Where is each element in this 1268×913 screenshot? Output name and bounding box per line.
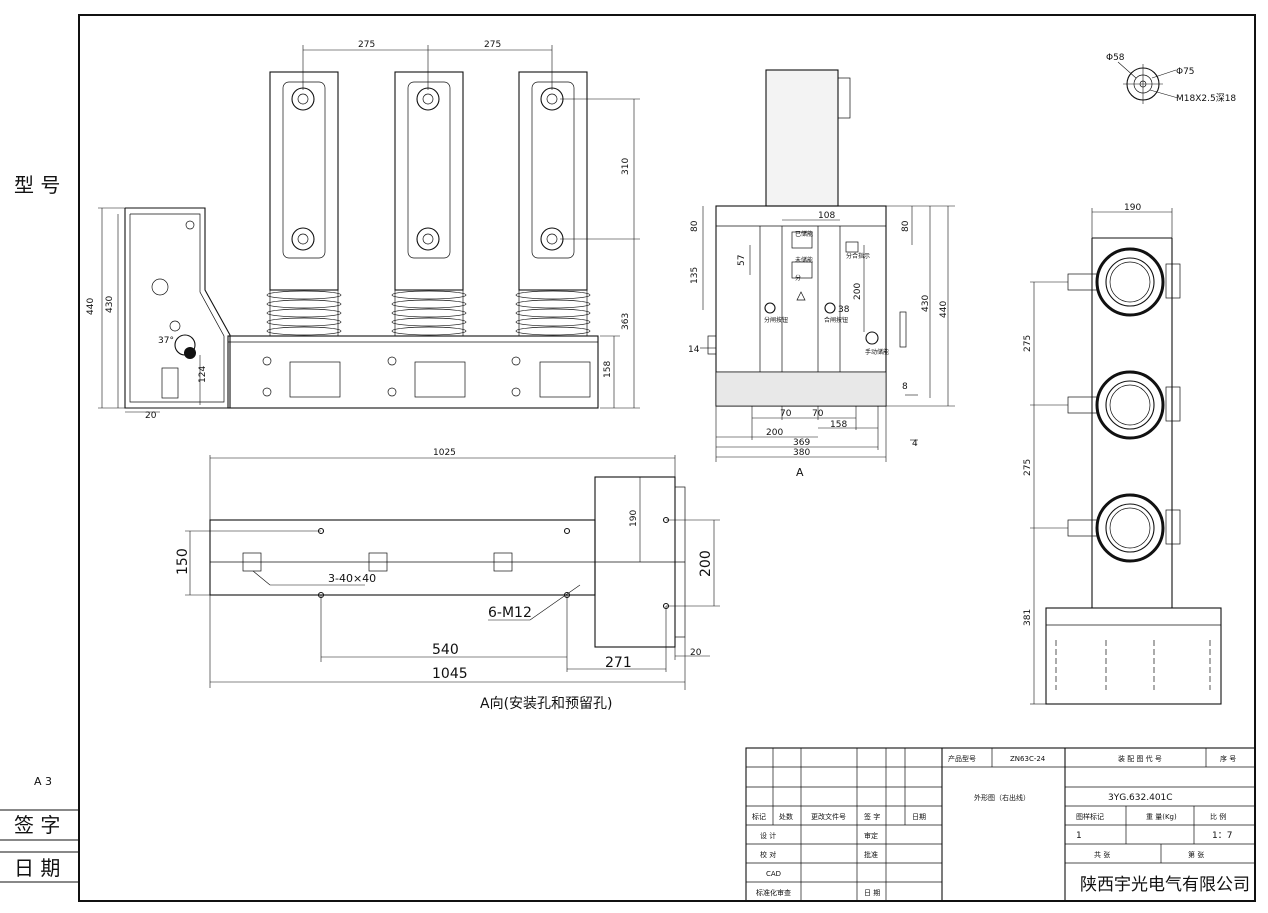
tb-product-model-label: 产品型号 xyxy=(948,754,976,763)
tb-date-label: 日期 xyxy=(912,813,926,821)
bottom-view: 1025 190 150 200 3-40×40 6-M12 540 271 2… xyxy=(175,448,720,712)
front-view: 440 430 20 37° 124 xyxy=(86,40,640,421)
tb-change-doc-label: 更改文件号 xyxy=(811,812,846,821)
dim-angle-37: 37° xyxy=(158,336,174,346)
tb-cad-label: CAD xyxy=(766,870,781,878)
label-manual-storage: 手动储能 xyxy=(865,348,889,356)
view-letter-a: A xyxy=(796,466,804,479)
tb-scale-value: 1：7 xyxy=(1212,831,1232,841)
side-profile: 440 430 20 37° 124 xyxy=(86,207,231,421)
dim-20-bottom: 20 xyxy=(690,648,702,658)
tb-scale-label: 比 例 xyxy=(1210,812,1226,821)
dim-271: 271 xyxy=(605,655,632,671)
sheet-size-label: A 3 xyxy=(34,775,52,788)
tb-sheet-label: 第 张 xyxy=(1188,850,1204,859)
tb-drawing-mark-value: 1 xyxy=(1076,831,1082,841)
dim-1025: 1025 xyxy=(433,448,456,458)
sign-label: 签 字 xyxy=(14,813,60,837)
dim-440-side: 440 xyxy=(939,301,949,318)
tb-design-label: 设 计 xyxy=(760,831,776,840)
dim-pitch-1: 275 xyxy=(358,40,375,50)
label-square-holes: 3-40×40 xyxy=(328,572,376,585)
tb-review-label: 审定 xyxy=(864,831,878,840)
dim-200-vertical: 200 xyxy=(853,283,863,300)
model-label: 型 号 xyxy=(14,173,60,197)
dim-20: 20 xyxy=(145,411,157,421)
bottom-view-caption: A向(安装孔和预留孔) xyxy=(480,696,613,712)
label-open-button: 分闸按钮 xyxy=(764,316,788,324)
tb-drawing-name: 外形图（右出线） xyxy=(974,793,1030,802)
tb-check-label: 校 对 xyxy=(760,850,776,859)
dim-d58: Φ58 xyxy=(1106,53,1125,63)
tb-std-review-label: 标准化审查 xyxy=(756,888,791,897)
dim-381: 381 xyxy=(1023,609,1033,626)
dim-80-right: 80 xyxy=(901,220,911,232)
dim-thread: M18X2.5深18 xyxy=(1176,93,1236,104)
dim-8: 8 xyxy=(902,382,908,392)
tb-serial-label: 序 号 xyxy=(1220,754,1236,763)
label-bolt-holes: 6-M12 xyxy=(488,605,532,621)
drawing-frame xyxy=(78,14,1256,902)
date-label: 日 期 xyxy=(14,856,60,880)
dim-310: 310 xyxy=(621,158,631,175)
dim-158-side: 158 xyxy=(830,420,847,430)
tb-approve-label: 批准 xyxy=(864,850,878,859)
dim-275-top-a: 275 xyxy=(1023,335,1033,352)
dim-135: 135 xyxy=(690,267,700,284)
top-pole-3 xyxy=(1067,493,1181,563)
tb-company: 陕西宇光电气有限公司 xyxy=(1080,875,1250,895)
dim-1045: 1045 xyxy=(432,666,468,682)
dim-430-side: 430 xyxy=(921,295,931,312)
dim-57: 57 xyxy=(737,255,747,266)
dim-369: 369 xyxy=(793,438,810,448)
dim-d75: Φ75 xyxy=(1176,67,1195,77)
pole-1 xyxy=(262,71,342,398)
dim-200-bottom: 200 xyxy=(698,550,714,577)
dim-275-top-b: 275 xyxy=(1023,459,1033,476)
tb-drawing-code: 3YG.632.401C xyxy=(1108,793,1173,803)
dim-108: 108 xyxy=(818,211,835,221)
title-block: 产品型号 ZN63C-24 装 配 图 代 号 序 号 外形图（右出线） 3YG… xyxy=(745,747,1256,902)
label-open-close-indicator: 分合指示 xyxy=(846,252,870,260)
label-close-button: 合闸按钮 xyxy=(824,316,848,324)
dim-38: 38 xyxy=(838,305,850,315)
dim-363: 363 xyxy=(621,313,631,330)
dim-150: 150 xyxy=(175,548,191,575)
tb-date2-label: 日 期 xyxy=(864,889,880,897)
tb-count-label: 处数 xyxy=(779,812,793,821)
pole-2 xyxy=(387,71,467,398)
dim-380: 380 xyxy=(793,448,810,458)
tb-drawing-mark-label: 图样标记 xyxy=(1076,812,1104,821)
tb-assembly-code-label: 装 配 图 代 号 xyxy=(1118,754,1162,763)
dim-190-top: 190 xyxy=(1124,203,1141,213)
side-view: 已储能 未储能 分合指示 分闸按钮 合闸按钮 手动储能 分 108 80 135… xyxy=(688,69,955,479)
label-divide: 分 xyxy=(795,274,801,282)
dim-200-horizontal: 200 xyxy=(766,428,783,438)
label-unstored: 未储能 xyxy=(795,256,813,264)
dim-430: 430 xyxy=(105,296,115,313)
dim-440: 440 xyxy=(86,298,96,315)
top-view: 190 275 275 381 xyxy=(1023,203,1222,705)
dim-80-left: 80 xyxy=(690,220,700,232)
dim-190-bottom: 190 xyxy=(629,510,639,527)
dim-158: 158 xyxy=(603,361,613,378)
dim-124: 124 xyxy=(198,366,208,383)
dim-pitch-2: 275 xyxy=(484,40,501,50)
dim-70-a: 70 xyxy=(780,409,792,419)
top-pole-2 xyxy=(1067,370,1181,440)
dim-70-b: 70 xyxy=(812,409,824,419)
dim-14: 14 xyxy=(688,345,700,355)
label-stored: 已储能 xyxy=(795,230,813,238)
tb-mark-label: 标记 xyxy=(752,812,766,821)
top-pole-1 xyxy=(1067,247,1181,317)
tb-weight-label: 重 量(Kg) xyxy=(1146,813,1177,821)
pole-3 xyxy=(511,71,591,398)
tb-total-label: 共 张 xyxy=(1094,850,1110,859)
dim-540: 540 xyxy=(432,642,459,658)
tb-sign-label: 签 字 xyxy=(864,812,880,821)
terminal-detail: Φ58 Φ75 M18X2.5深18 xyxy=(1106,53,1236,104)
tb-product-model-value: ZN63C-24 xyxy=(1010,755,1046,763)
dim-4: 4 xyxy=(912,439,918,449)
